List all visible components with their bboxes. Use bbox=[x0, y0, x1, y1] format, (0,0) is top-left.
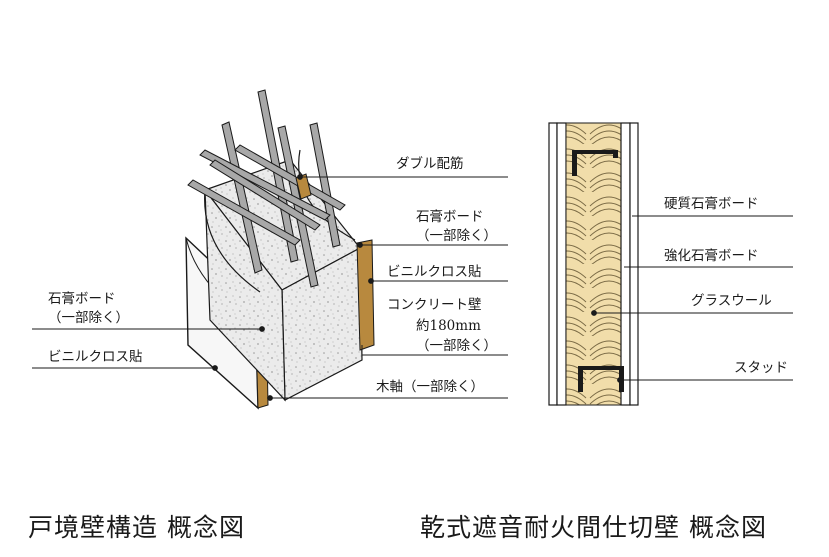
left-wall-figure: ダブル配筋 石膏ボード （一部除く） ビニルクロス貼 コンクリート壁 約180m… bbox=[32, 89, 508, 410]
label-vinyl-cloth-left: ビニルクロス貼 bbox=[48, 349, 143, 365]
label-gypsum-board-left-1: 石膏ボード bbox=[48, 290, 116, 307]
reinforced-gypsum-board-right bbox=[620, 122, 631, 406]
right-wood-strip bbox=[356, 239, 375, 351]
stud-bottom bbox=[578, 366, 624, 392]
hard-gypsum-board-left bbox=[548, 122, 558, 406]
label-double-rebar: ダブル配筋 bbox=[396, 155, 464, 172]
label-glass-wool: グラスウール bbox=[691, 293, 772, 309]
label-reinforced-gypsum-board: 強化石膏ボード bbox=[664, 247, 759, 264]
right-wall-figure: 硬質石膏ボード 強化石膏ボード グラスウール スタッド bbox=[548, 122, 793, 406]
right-wood-strip-top bbox=[295, 173, 312, 200]
label-gypsum-board-left-2: （一部除く） bbox=[48, 310, 129, 326]
label-concrete-wall-2: 約180mm bbox=[416, 318, 481, 334]
right-figure-title: 乾式遮音耐火間仕切壁 概念図 bbox=[420, 513, 767, 542]
label-concrete-wall-3: （一部除く） bbox=[416, 338, 497, 354]
label-wood-frame: 木軸（一部除く） bbox=[376, 379, 484, 395]
label-stud: スタッド bbox=[734, 360, 788, 376]
rebar-grid bbox=[187, 89, 346, 288]
left-leader-lines bbox=[32, 174, 508, 401]
left-figure-title: 戸境壁構造 概念図 bbox=[28, 513, 245, 542]
label-vinyl-cloth-right: ビニルクロス貼 bbox=[387, 264, 482, 280]
label-concrete-wall-1: コンクリート壁 bbox=[387, 297, 482, 313]
label-gypsum-board-right-2: （一部除く） bbox=[416, 228, 497, 244]
stud-top bbox=[572, 150, 618, 176]
label-hard-gypsum-board: 硬質石膏ボード bbox=[664, 195, 759, 212]
label-gypsum-board-right-1: 石膏ボード bbox=[416, 208, 484, 225]
hard-gypsum-board-right bbox=[629, 122, 639, 406]
right-leader-lines bbox=[591, 215, 793, 383]
reinforced-gypsum-board-left bbox=[556, 122, 567, 406]
